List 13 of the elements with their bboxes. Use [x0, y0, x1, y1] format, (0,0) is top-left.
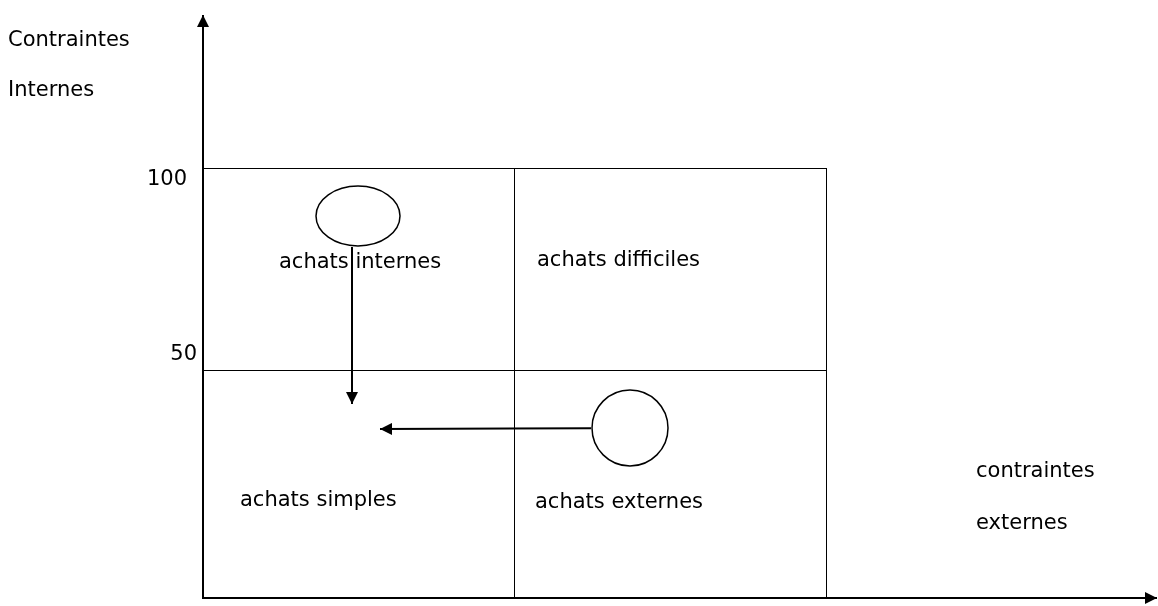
ellipse-marker	[315, 185, 401, 247]
quadrant-label: achats simples	[240, 487, 397, 513]
axis-label: contraintes externes	[976, 457, 1096, 536]
quadrant-label: achats internes	[279, 249, 442, 275]
tick-label: 50	[170, 341, 197, 365]
matrix-cell	[514, 168, 827, 371]
quadrant-label: achats difficiles	[537, 247, 700, 273]
axis-label: Contraintes Internes	[8, 26, 131, 103]
circle-marker	[591, 389, 669, 467]
quadrant-label: achats externes	[535, 489, 703, 515]
arrow	[379, 422, 592, 435]
tick-label: 100	[146, 166, 187, 190]
arrow	[346, 246, 358, 405]
